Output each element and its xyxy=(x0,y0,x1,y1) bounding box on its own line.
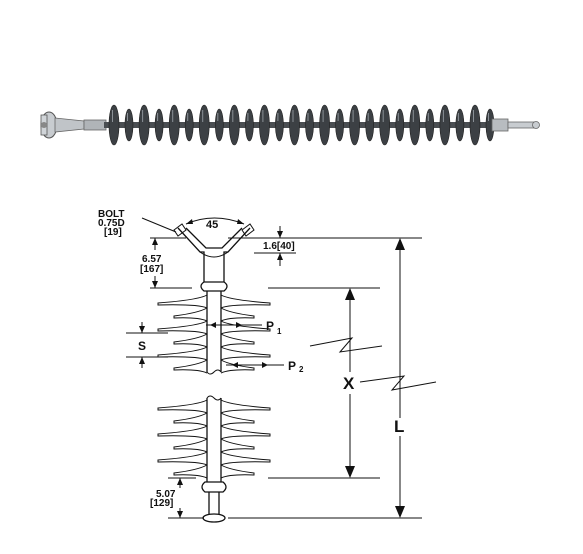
p1-subscript: 1 xyxy=(277,327,282,336)
top-fitting-label-line1: 6.57 xyxy=(142,254,162,265)
photo-shed xyxy=(349,104,360,146)
l-dimension xyxy=(228,237,437,519)
photo-shed xyxy=(259,104,270,146)
bolt-label-line2: 0.75D xyxy=(98,218,125,229)
clevis-end-fitting xyxy=(40,111,107,139)
x-label: X xyxy=(343,374,355,393)
p1-label: P xyxy=(266,319,274,333)
small-shed xyxy=(173,359,255,374)
top-fitting-dimension xyxy=(150,237,192,289)
x-dimension xyxy=(268,287,383,479)
insulator-photo xyxy=(40,104,540,146)
large-shed xyxy=(157,451,271,466)
photo-shed xyxy=(138,104,150,146)
photo-shed xyxy=(124,108,134,142)
large-shed xyxy=(157,346,271,361)
photo-sheds xyxy=(108,104,495,146)
photo-shed xyxy=(365,108,375,142)
dimension-drawing: BOLT 0.75D [19] 45 1.6[40] 6.57 [167] xyxy=(98,209,437,523)
bolt-label-line1: BOLT xyxy=(98,209,124,220)
large-shed xyxy=(157,399,271,414)
spacing-dimension xyxy=(126,322,168,368)
small-shed xyxy=(173,438,255,453)
large-shed xyxy=(157,294,271,309)
drawing-sheds xyxy=(157,294,271,479)
large-shed xyxy=(157,320,271,335)
p2-label: P xyxy=(288,359,296,373)
spacing-label: S xyxy=(138,339,146,353)
small-shed xyxy=(173,307,255,322)
photo-shed xyxy=(108,104,120,146)
small-shed xyxy=(173,464,255,479)
top-offset-label: 1.6[40] xyxy=(263,241,295,252)
bottom-end-fitting xyxy=(201,481,227,523)
p2-subscript: 2 xyxy=(299,365,304,374)
photo-shed xyxy=(245,108,254,142)
photo-shed xyxy=(289,104,300,146)
photo-shed xyxy=(215,108,224,142)
small-shed xyxy=(173,333,255,348)
large-shed xyxy=(157,425,271,440)
angle-label: 45 xyxy=(206,219,218,231)
photo-shed xyxy=(409,104,421,146)
p2-pointer xyxy=(226,362,284,368)
photo-shed xyxy=(198,104,210,146)
photo-shed xyxy=(379,104,391,146)
core-rod xyxy=(104,122,496,128)
photo-shed xyxy=(184,108,194,142)
photo-shed xyxy=(305,108,314,142)
photo-shed xyxy=(154,108,164,142)
top-fitting-label-line2: [167] xyxy=(140,264,163,275)
photo-shed xyxy=(168,104,180,146)
bolt-label-line3: [19] xyxy=(104,227,122,238)
photo-shed xyxy=(229,104,240,146)
bottom-fitting-label-line2: [129] xyxy=(150,498,173,509)
p1-pointer xyxy=(206,322,262,328)
photo-shed xyxy=(335,108,344,142)
photo-shed xyxy=(425,108,435,142)
photo-shed xyxy=(455,108,465,142)
bottom-fitting-label-line1: 5.07 xyxy=(156,489,176,500)
tongue-end-fitting xyxy=(491,118,540,132)
photo-shed xyxy=(319,104,330,146)
photo-shed xyxy=(469,104,481,146)
photo-shed xyxy=(395,108,405,142)
photo-shed xyxy=(439,104,451,146)
photo-shed xyxy=(275,108,284,142)
bottom-fitting-dimension xyxy=(168,477,204,519)
small-shed xyxy=(173,412,255,427)
l-label: L xyxy=(394,417,404,436)
